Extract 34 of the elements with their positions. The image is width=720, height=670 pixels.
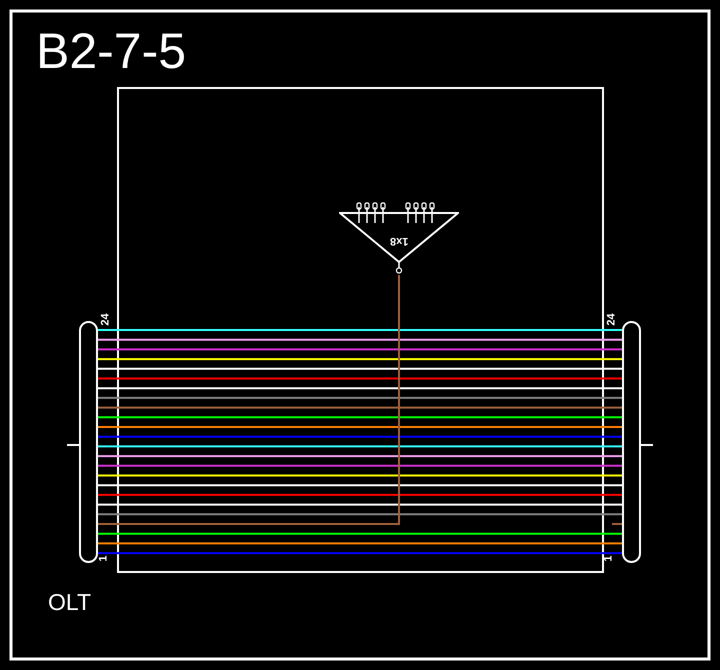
fiber-line <box>98 542 622 544</box>
fiber-number: 24 <box>606 313 618 326</box>
fiber-line <box>98 338 622 341</box>
fiber-line <box>98 378 622 380</box>
fiber-line <box>98 348 622 350</box>
fiber-line <box>98 436 622 438</box>
cable-end-outline <box>79 321 98 563</box>
fiber-line <box>98 426 622 428</box>
fiber-line <box>98 513 622 516</box>
fiber-line <box>98 396 622 399</box>
fiber-line <box>98 484 622 486</box>
title: B2-7-5 <box>36 26 186 76</box>
fiber-line <box>98 368 622 370</box>
fiber-line <box>98 329 622 331</box>
fiber-number: 24 <box>100 313 112 326</box>
fiber-line <box>98 406 622 409</box>
fiber-line <box>98 464 622 467</box>
fiber-number: 1 <box>604 555 615 562</box>
fiber-line <box>98 532 622 535</box>
fiber-line <box>98 445 622 448</box>
fiber-line <box>98 455 622 458</box>
cable-label: OLT <box>48 591 92 614</box>
fiber-line <box>98 275 400 525</box>
fiber-line <box>98 494 622 496</box>
fiber-line <box>98 504 622 506</box>
fiber-line <box>98 552 622 554</box>
fiber-line <box>98 358 622 360</box>
cable-end-outline <box>622 321 641 563</box>
splitter-ratio: 1x8 <box>390 235 408 246</box>
fiber-number: 1 <box>98 555 110 562</box>
fiber-line <box>98 416 622 418</box>
fiber-line <box>98 474 622 476</box>
fiber-line <box>612 523 622 525</box>
fiber-line <box>98 387 622 390</box>
